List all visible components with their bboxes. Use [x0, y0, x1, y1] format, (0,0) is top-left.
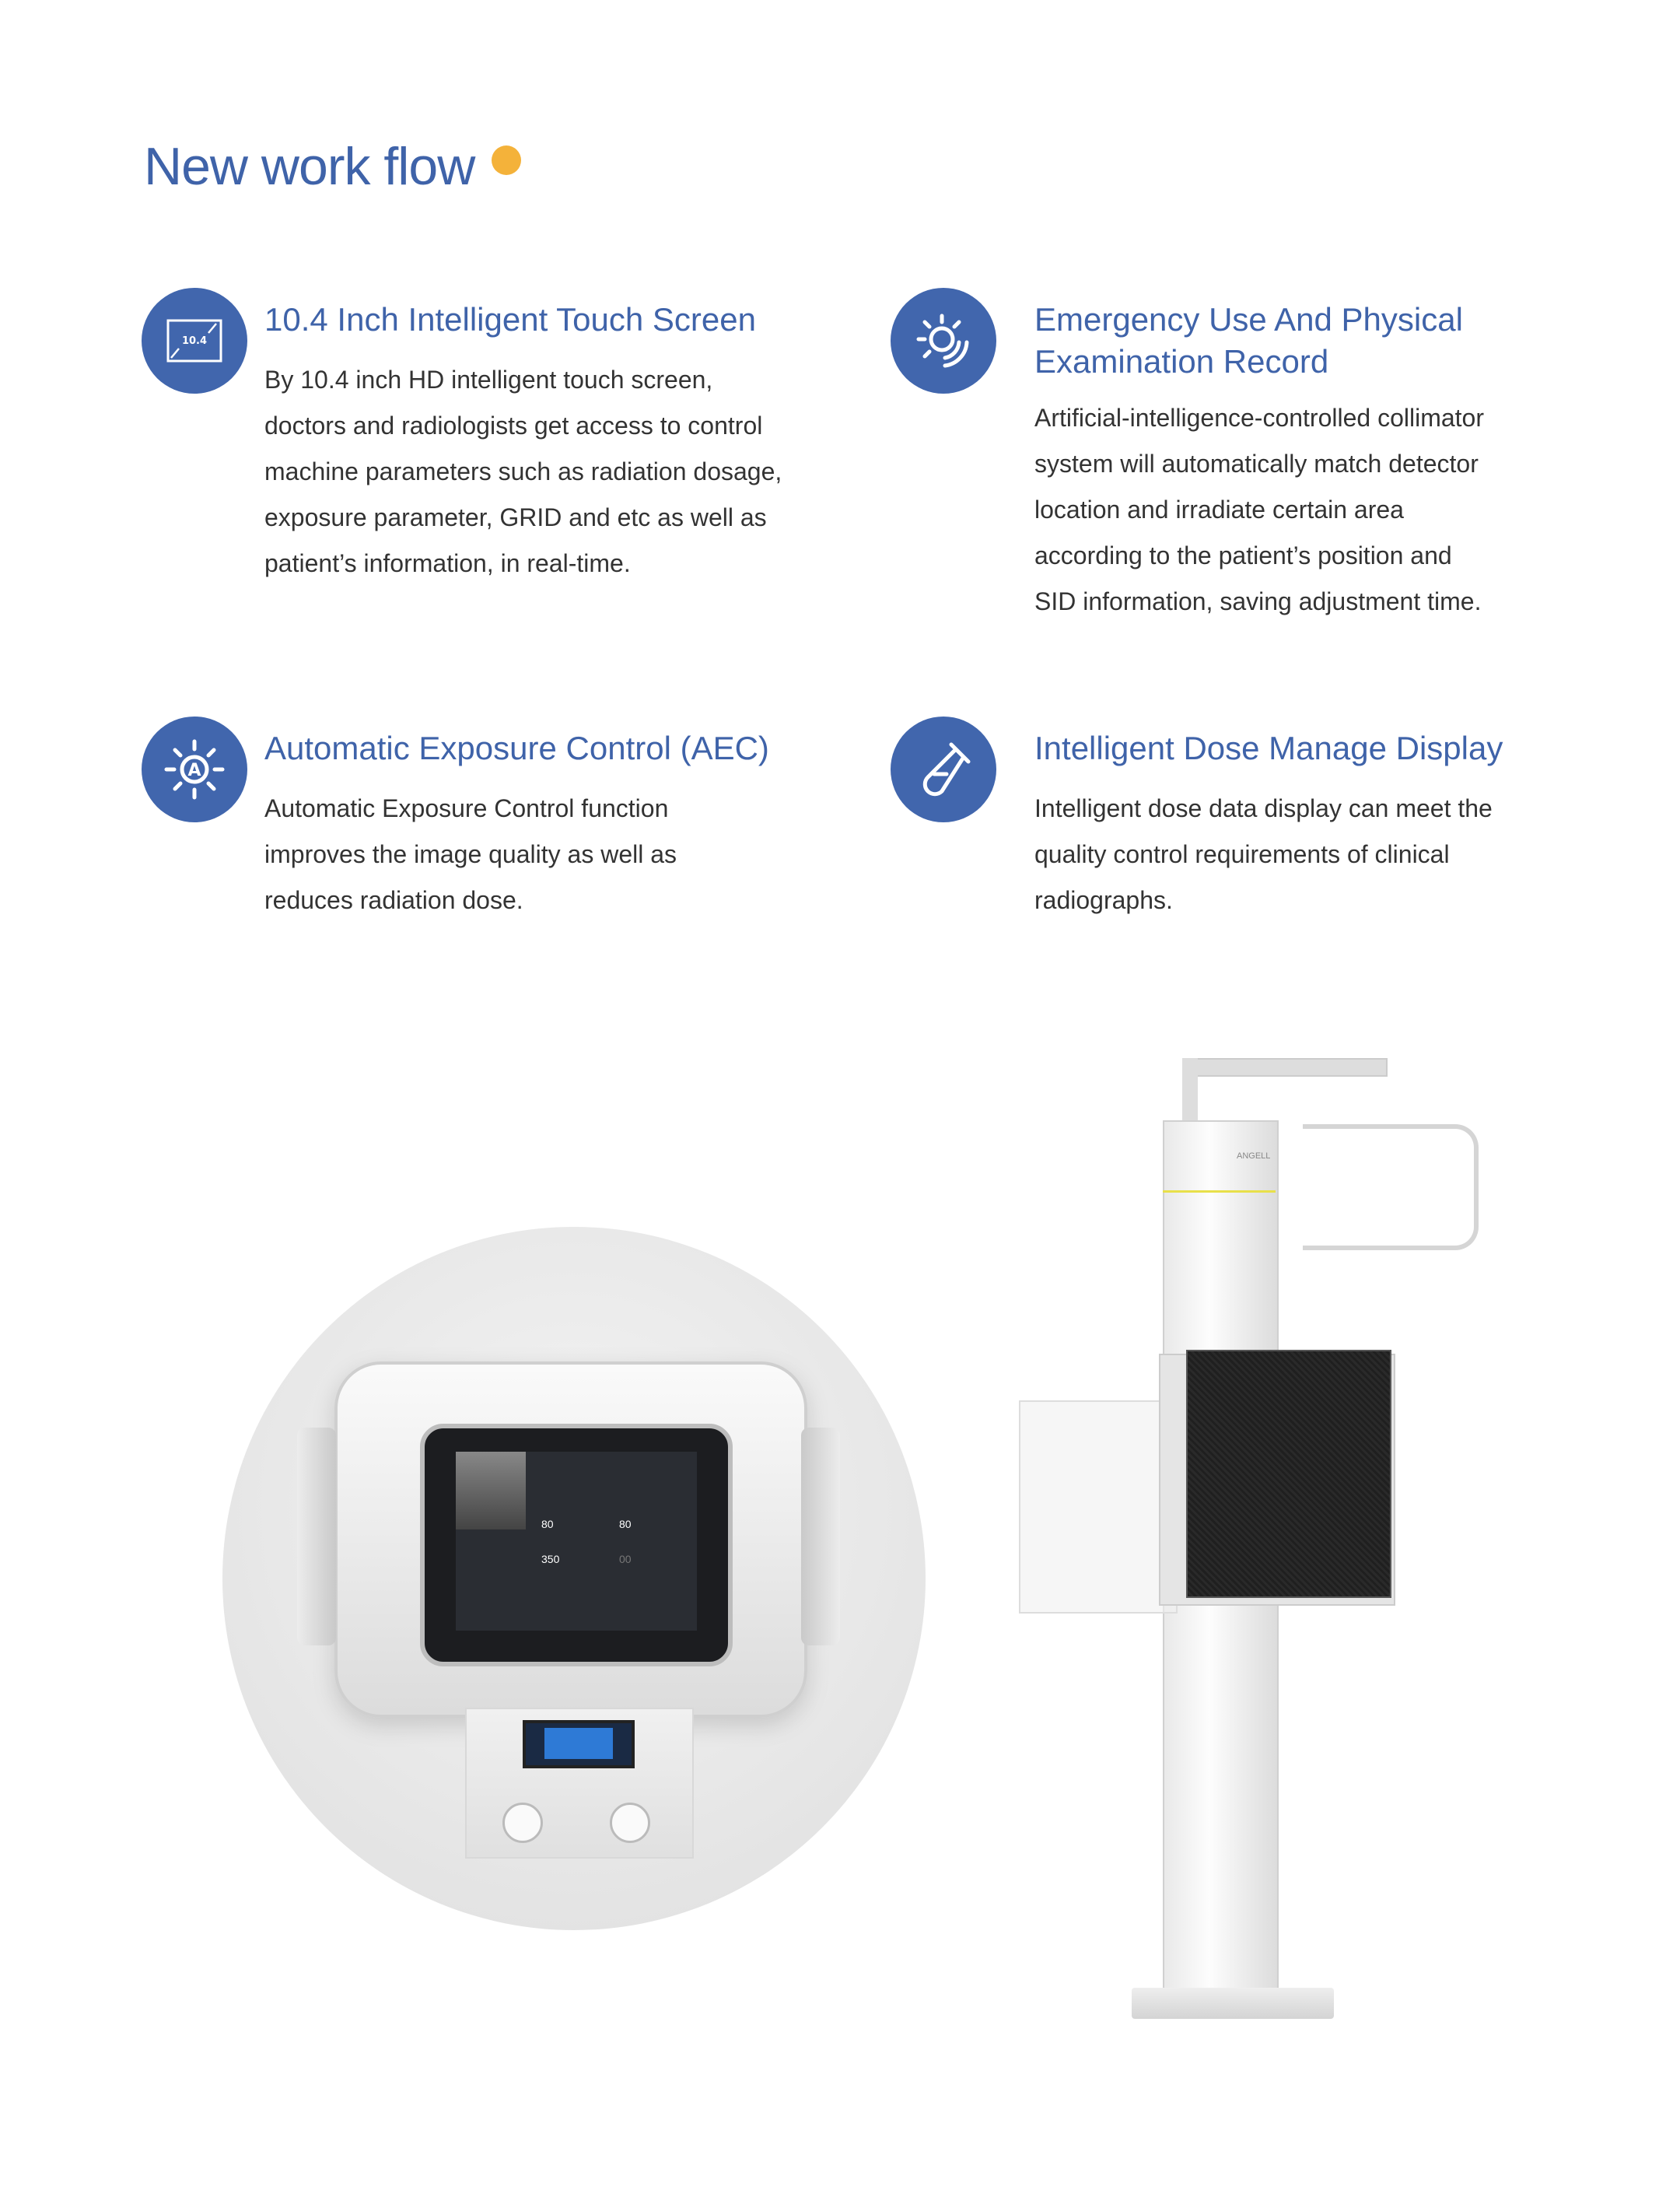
side-handle-right	[801, 1428, 840, 1645]
screen-value: 00	[619, 1553, 632, 1565]
icon-label: 10.4	[182, 335, 207, 347]
feature-description: By 10.4 inch HD intelligent touch screen…	[264, 366, 782, 577]
side-handle-left	[297, 1428, 336, 1645]
brand-logo: ANGELL	[1237, 1151, 1271, 1161]
feature-title: Intelligent Dose Manage Display	[1034, 730, 1503, 766]
dose-display	[523, 1720, 635, 1768]
touch-screen-icon: 10.4	[142, 288, 247, 394]
feature-description: Intelligent dose data display can meet t…	[1034, 794, 1493, 914]
feature-title: Automatic Exposure Control (AEC)	[264, 730, 769, 766]
screen-value: 80	[619, 1518, 632, 1530]
lower-panel	[465, 1708, 694, 1859]
screen-value: 350	[541, 1553, 560, 1565]
knob-right	[610, 1803, 650, 1843]
touch-screen: 80 80 350 00	[420, 1424, 733, 1666]
aec-sun-icon: A	[142, 717, 247, 822]
radiation-sun-icon	[891, 288, 996, 394]
svg-text:A: A	[187, 761, 201, 780]
feature-title: 10.4 Inch Intelligent Touch Screen	[264, 301, 756, 338]
feature-description: Artificial-intelligence-controlled colli…	[1034, 404, 1484, 615]
knob-left	[502, 1803, 543, 1843]
accent-dot	[492, 145, 521, 175]
flat-panel-detector	[1186, 1350, 1391, 1598]
page-title: New work flow	[144, 137, 475, 196]
screen-value: 80	[541, 1518, 554, 1530]
dose-tube-icon	[891, 717, 996, 822]
